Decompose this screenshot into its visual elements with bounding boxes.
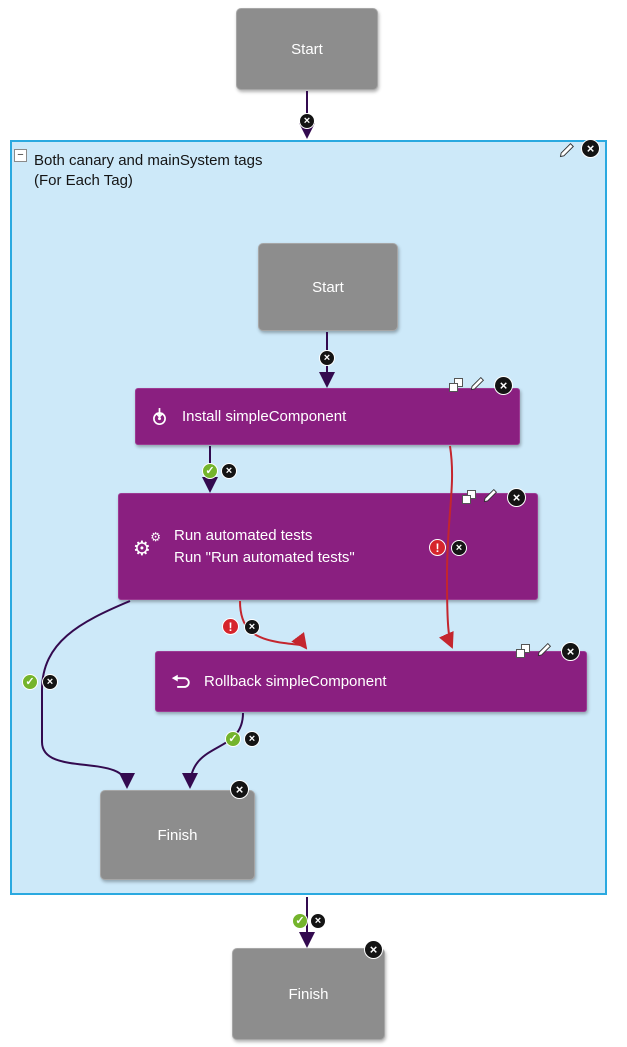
node-run-automated-tests[interactable]: ⚙ ⚙ Run automated tests Run "Run automat… bbox=[118, 493, 538, 600]
run-step-icon: ⚙ ⚙ bbox=[133, 529, 161, 560]
node-run-label-line1: Run automated tests bbox=[174, 526, 313, 544]
remove-connection-loop-finish-icon[interactable]: × bbox=[310, 913, 326, 929]
node-finish-inner[interactable]: Finish bbox=[100, 790, 255, 880]
failure-condition-run-rollback-icon[interactable]: ! bbox=[222, 618, 239, 635]
success-condition-rollback-finish-icon[interactable]: ✓ bbox=[225, 731, 241, 747]
copy-icon bbox=[516, 644, 530, 658]
run-copy-button[interactable] bbox=[462, 490, 476, 504]
remove-connection-innerstart-install-icon[interactable]: × bbox=[319, 350, 335, 366]
install-copy-button[interactable] bbox=[449, 378, 463, 392]
remove-connection-run-finish-icon[interactable]: × bbox=[42, 674, 58, 690]
finish-inner-delete-button[interactable]: × bbox=[230, 780, 249, 799]
rollback-copy-button[interactable] bbox=[516, 644, 530, 658]
node-start-inner[interactable]: Start bbox=[258, 243, 398, 331]
remove-connection-install-rollback-icon[interactable]: × bbox=[451, 540, 467, 556]
loop-title-line1: Both canary and mainSystem tags bbox=[34, 152, 263, 169]
node-finish-outer[interactable]: Finish bbox=[232, 948, 385, 1040]
node-run-label-line2: Run "Run automated tests" bbox=[174, 548, 355, 566]
pencil-icon bbox=[559, 143, 574, 158]
success-condition-install-run-icon[interactable]: ✓ bbox=[202, 463, 218, 479]
rollback-edit-button[interactable] bbox=[537, 642, 552, 657]
node-start-inner-label: Start bbox=[312, 278, 344, 296]
copy-icon bbox=[462, 490, 476, 504]
node-finish-inner-label: Finish bbox=[157, 826, 198, 844]
gear-small-icon: ⚙ bbox=[150, 529, 161, 544]
success-condition-loop-finish-icon[interactable]: ✓ bbox=[292, 913, 308, 929]
success-condition-run-finish-icon[interactable]: ✓ bbox=[22, 674, 38, 690]
remove-connection-rollback-finish-icon[interactable]: × bbox=[244, 731, 260, 747]
loop-collapse-button[interactable]: − bbox=[14, 149, 27, 162]
loop-edit-button[interactable] bbox=[559, 142, 575, 158]
failure-condition-install-rollback-icon[interactable]: ! bbox=[429, 539, 446, 556]
rollback-icon bbox=[171, 674, 190, 688]
node-start-outer-label: Start bbox=[291, 40, 323, 58]
pencil-icon bbox=[470, 376, 485, 391]
node-rollback-label: Rollback simpleComponent bbox=[204, 673, 387, 690]
finish-outer-delete-button[interactable]: × bbox=[364, 940, 383, 959]
install-delete-button[interactable]: × bbox=[494, 376, 513, 395]
loop-title-line2: (For Each Tag) bbox=[34, 172, 133, 189]
install-icon bbox=[153, 408, 166, 426]
remove-connection-start-loop-icon[interactable]: × bbox=[299, 113, 315, 129]
gear-icon: ⚙ bbox=[133, 535, 151, 560]
run-edit-button[interactable] bbox=[483, 488, 498, 503]
node-run-label: Run automated tests Run "Run automated t… bbox=[174, 525, 355, 569]
node-install-label: Install simpleComponent bbox=[182, 408, 347, 425]
remove-connection-install-run-icon[interactable]: × bbox=[221, 463, 237, 479]
copy-icon bbox=[449, 378, 463, 392]
run-delete-button[interactable]: × bbox=[507, 488, 526, 507]
pencil-icon bbox=[537, 642, 552, 657]
node-rollback-component[interactable]: Rollback simpleComponent bbox=[155, 651, 587, 712]
rollback-delete-button[interactable]: × bbox=[561, 642, 580, 661]
node-finish-outer-label: Finish bbox=[288, 985, 329, 1003]
node-install-component[interactable]: Install simpleComponent bbox=[135, 388, 520, 445]
install-edit-button[interactable] bbox=[470, 376, 485, 391]
pencil-icon bbox=[483, 488, 498, 503]
node-start-outer[interactable]: Start bbox=[236, 8, 378, 90]
loop-title: Both canary and mainSystem tags (For Eac… bbox=[34, 151, 262, 191]
remove-connection-run-rollback-icon[interactable]: × bbox=[244, 619, 260, 635]
loop-delete-button[interactable]: × bbox=[581, 139, 600, 158]
